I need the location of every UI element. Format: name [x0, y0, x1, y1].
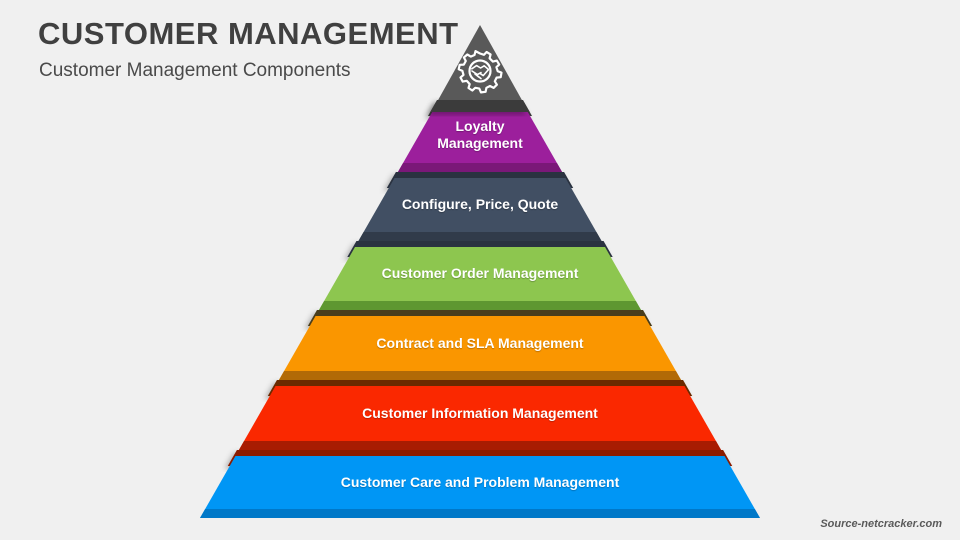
pyramid-tier[interactable]	[200, 456, 760, 518]
page-title: CUSTOMER MANAGEMENT	[38, 16, 459, 51]
pyramid-tier-edge	[238, 441, 722, 450]
pyramid-tier[interactable]	[278, 316, 682, 380]
tier-shapes	[200, 106, 760, 518]
pyramid-tier[interactable]	[397, 106, 563, 172]
source-attribution: Source-netcracker.com	[820, 518, 942, 530]
apex-triangle-shape	[430, 25, 530, 112]
pyramid-tier-edge	[358, 232, 602, 241]
apex-shadow-plate	[430, 100, 530, 112]
pyramid-tier-edge	[278, 371, 682, 380]
pyramid-tier-edge	[397, 163, 563, 172]
pyramid-tier-edge	[200, 509, 760, 518]
pyramid-tier[interactable]	[318, 247, 642, 310]
gear-handshake-icon	[457, 50, 503, 94]
pyramid-tier[interactable]	[238, 386, 722, 450]
pyramid-tier[interactable]	[358, 178, 602, 241]
apex-triangle[interactable]	[438, 25, 522, 100]
pyramid-tier-edge	[318, 301, 642, 310]
page-subtitle: Customer Management Components	[39, 60, 351, 81]
